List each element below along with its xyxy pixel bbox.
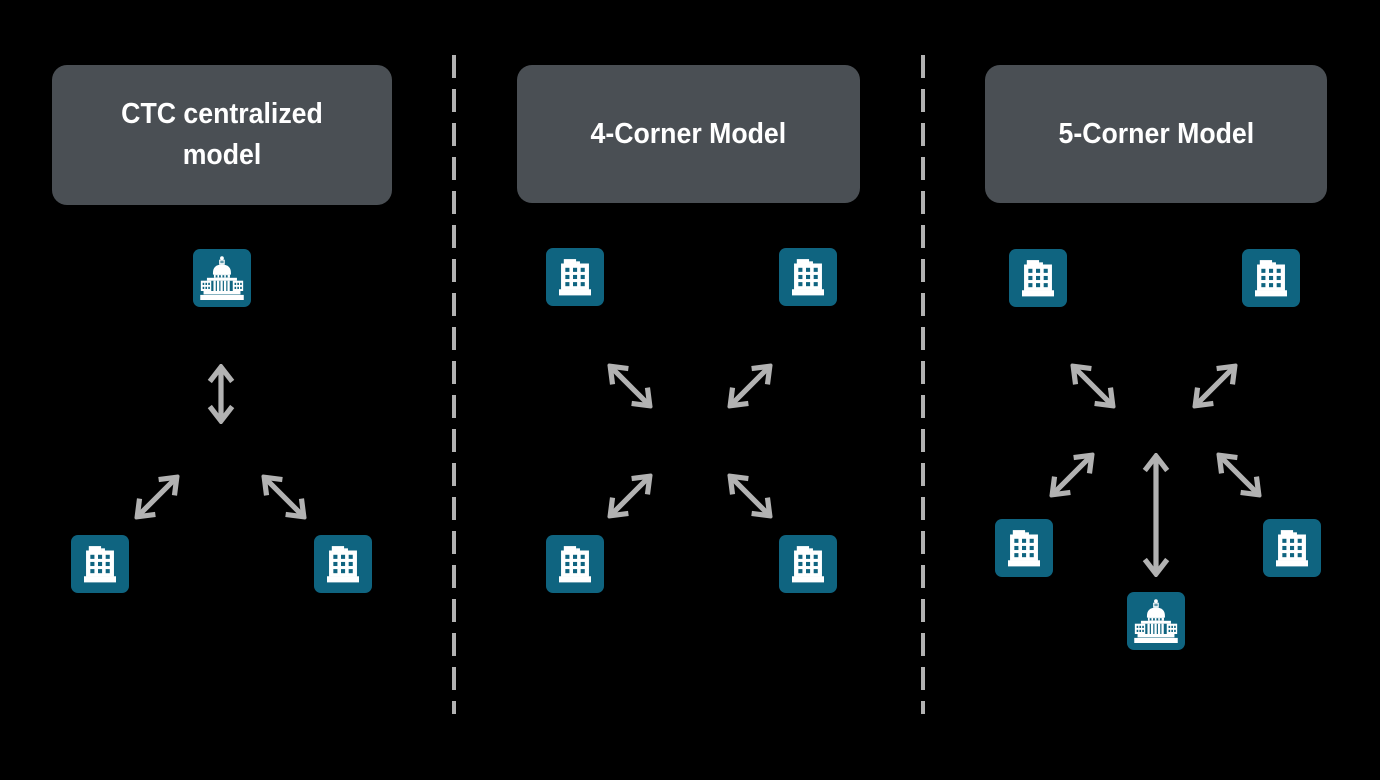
building-icon bbox=[792, 545, 824, 582]
dashed-divider bbox=[921, 55, 925, 714]
double-arrow-icon bbox=[1070, 363, 1116, 409]
double-arrow-icon bbox=[1216, 452, 1262, 498]
panel-title: 5-Corner Model bbox=[1058, 117, 1254, 150]
building-icon bbox=[559, 545, 591, 582]
double-arrow-diagonal bbox=[252, 465, 316, 529]
building-icon bbox=[559, 258, 591, 295]
building-icon bbox=[327, 545, 359, 582]
building-icon-node bbox=[314, 535, 372, 593]
capitol-icon-node bbox=[1127, 592, 1185, 650]
panel-header-5-corner: 5-Corner Model bbox=[985, 65, 1327, 203]
double-arrow-diagonal bbox=[718, 354, 782, 418]
double-arrow-icon bbox=[1142, 451, 1170, 579]
double-arrow-icon bbox=[607, 473, 653, 519]
double-arrow-diagonal bbox=[1061, 354, 1125, 418]
capitol-icon bbox=[200, 256, 244, 300]
building-icon-node bbox=[1009, 249, 1067, 307]
panel-header-ctc-centralized: CTC centralized model bbox=[52, 65, 392, 205]
double-arrow-diagonal bbox=[718, 464, 782, 528]
double-arrow-diagonal bbox=[598, 464, 662, 528]
building-icon bbox=[84, 545, 116, 582]
double-arrow-icon bbox=[1192, 363, 1238, 409]
building-icon-node bbox=[546, 535, 604, 593]
capitol-icon bbox=[1134, 599, 1178, 643]
building-icon-node bbox=[779, 248, 837, 306]
building-icon bbox=[792, 258, 824, 295]
double-arrow-icon bbox=[134, 474, 180, 520]
panel-title: CTC centralized model bbox=[121, 98, 323, 171]
building-icon-node bbox=[995, 519, 1053, 577]
double-arrow-icon bbox=[1049, 452, 1095, 498]
building-icon bbox=[1022, 259, 1054, 296]
double-arrow-vertical bbox=[1142, 451, 1170, 579]
building-icon-node bbox=[779, 535, 837, 593]
building-icon bbox=[1276, 529, 1308, 566]
double-arrow-icon bbox=[607, 363, 653, 409]
building-icon bbox=[1255, 259, 1287, 296]
double-arrow-vertical bbox=[207, 362, 235, 426]
double-arrow-icon bbox=[727, 363, 773, 409]
double-arrow-icon bbox=[727, 473, 773, 519]
double-arrow-diagonal bbox=[1040, 443, 1104, 507]
building-icon-node bbox=[1242, 249, 1300, 307]
double-arrow-diagonal bbox=[598, 354, 662, 418]
double-arrow-diagonal bbox=[1183, 354, 1247, 418]
building-icon-node bbox=[71, 535, 129, 593]
panel-header-4-corner: 4-Corner Model bbox=[517, 65, 860, 203]
building-icon bbox=[1008, 529, 1040, 566]
building-icon-node bbox=[1263, 519, 1321, 577]
double-arrow-diagonal bbox=[1207, 443, 1271, 507]
double-arrow-icon bbox=[261, 474, 307, 520]
building-icon-node bbox=[546, 248, 604, 306]
double-arrow-diagonal bbox=[125, 465, 189, 529]
double-arrow-icon bbox=[207, 362, 235, 426]
dashed-divider bbox=[452, 55, 456, 714]
capitol-icon-node bbox=[193, 249, 251, 307]
panel-title: 4-Corner Model bbox=[590, 117, 787, 150]
